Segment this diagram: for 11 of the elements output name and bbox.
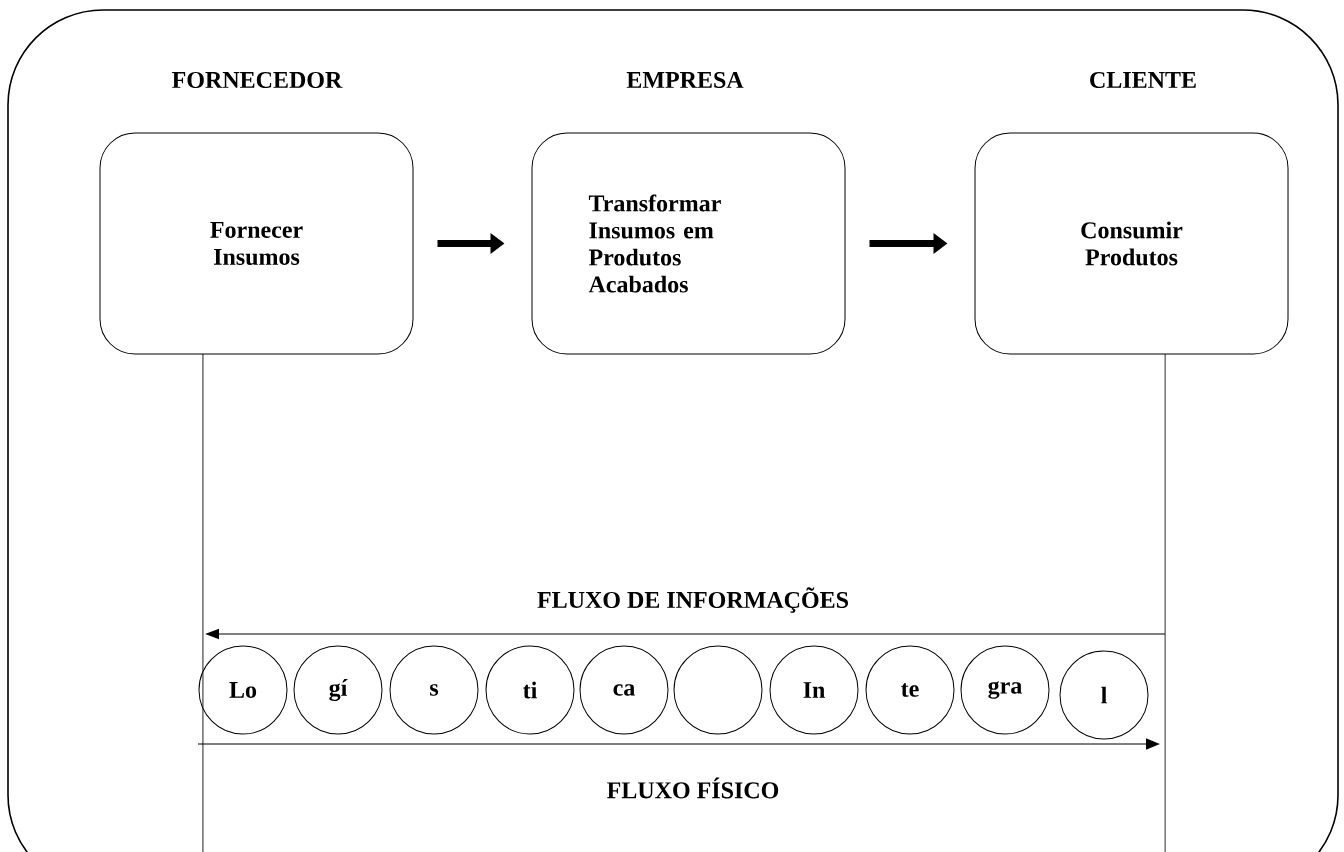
process-box: Fornecer Insumos (99, 132, 414, 355)
flow-label: FLUXO FÍSICO (607, 777, 779, 799)
column-heading: EMPRESA (626, 71, 744, 89)
column-heading: CLIENTE (1090, 71, 1196, 89)
connector-line (1164, 353, 1166, 852)
process-box: Consumir Produtos (974, 132, 1289, 355)
flow-label: FLUXO DE INFORMAÇÕES (537, 587, 848, 613)
connector-line (202, 353, 204, 852)
empty-circle (673, 645, 763, 735)
column-heading: FORNECEDOR (172, 71, 343, 89)
process-box: Transformar Insumos em Produtos Acabados (531, 132, 846, 355)
